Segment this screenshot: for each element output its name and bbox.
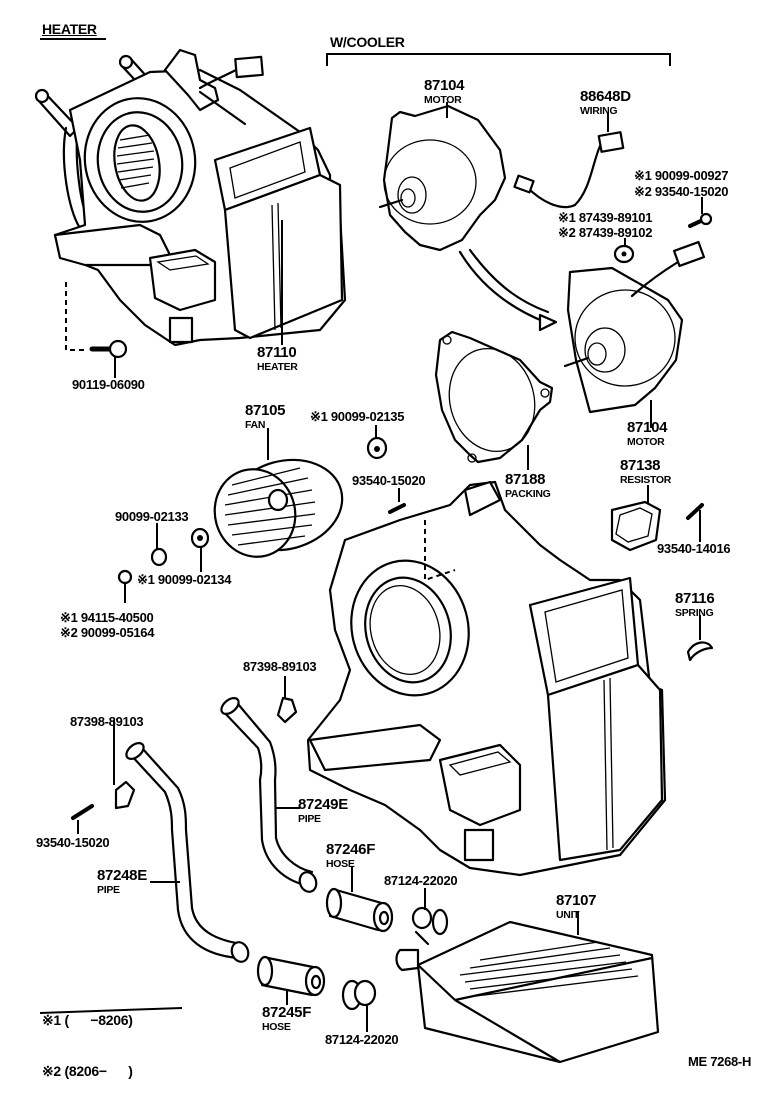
part-name: RESISTOR bbox=[620, 474, 672, 486]
heater-assembly-drawing bbox=[34, 48, 347, 378]
part-label-spring: 87116 SPRING bbox=[675, 590, 715, 619]
wiring-drawing bbox=[513, 112, 625, 209]
alt-part-1: ※1 90099-00927 bbox=[634, 168, 729, 183]
grommet-icon bbox=[613, 238, 635, 264]
diagram-code: ME 7268-H bbox=[688, 1054, 752, 1069]
part-label-motor-top: 87104 MOTOR bbox=[424, 77, 465, 106]
pipe-87248e-drawing bbox=[71, 720, 250, 963]
part-label-grommet: ※1 87439-89101 ※2 87439-89102 bbox=[558, 210, 652, 240]
part-label-hose-87246f: 87246F HOSE bbox=[326, 842, 375, 870]
part-label-unit: 87107 UNIT bbox=[556, 892, 597, 921]
alt-part-2: ※2 93540-15020 bbox=[634, 184, 729, 199]
screw-icon-mid bbox=[388, 488, 406, 514]
cooler-assembly-drawing bbox=[306, 480, 667, 877]
part-name: WIRING bbox=[580, 105, 618, 117]
motor-right-drawing bbox=[563, 240, 706, 428]
part-label-screw-top: ※1 90099-00927 ※2 93540-15020 bbox=[634, 168, 728, 200]
part-number: 87105 bbox=[245, 402, 286, 419]
part-label-pipe-87248e: 87248E PIPE bbox=[97, 868, 147, 896]
clip-top-drawing bbox=[411, 888, 449, 946]
part-label-resistor: 87138 RESISTOR bbox=[620, 458, 671, 486]
cooler-section-title: W/COOLER bbox=[330, 34, 405, 50]
part-label-motor-right: 87104 MOTOR bbox=[627, 419, 668, 448]
washer-icons bbox=[117, 523, 210, 603]
part-number: 87110 bbox=[257, 344, 297, 361]
alt-part-1: ※1 87439-89101 bbox=[558, 210, 653, 225]
part-name: HOSE bbox=[326, 858, 355, 870]
part-label-pipe-87249e: 87249E PIPE bbox=[298, 797, 348, 825]
motor-top-drawing bbox=[378, 102, 507, 252]
part-label-bolt: 90119-06090 bbox=[72, 377, 145, 392]
part-number: 87138 bbox=[620, 457, 661, 474]
legend: ※1 ( −8206) ※2 (8206− ) bbox=[42, 978, 133, 1097]
legend-row-2: ※2 (8206− ) bbox=[42, 1063, 133, 1079]
part-label-clamp-mid: 87398-89103 bbox=[243, 659, 317, 674]
part-label-heater: 87110 HEATER bbox=[257, 345, 298, 373]
part-name: SPRING bbox=[675, 607, 714, 619]
part-label-screw-left: 93540-15020 bbox=[36, 835, 110, 850]
part-name: FAN bbox=[245, 419, 266, 431]
part-label-washer-a: 90099-02133 bbox=[115, 509, 189, 524]
part-number: 87104 bbox=[627, 419, 668, 436]
alt-part-1: ※1 94115-40500 bbox=[60, 610, 154, 625]
hose-87246f-drawing bbox=[325, 867, 394, 933]
part-label-clip-top: 87124-22020 bbox=[384, 873, 458, 888]
part-number: 87248E bbox=[97, 867, 147, 884]
part-name: PIPE bbox=[298, 813, 321, 825]
pipe-87249e-drawing bbox=[220, 676, 318, 893]
part-label-wiring: 88648D WIRING bbox=[580, 89, 631, 117]
part-label-screw-resistor: 93540-14016 bbox=[657, 541, 731, 556]
part-name: PIPE bbox=[97, 884, 120, 896]
legend-underline bbox=[39, 1007, 183, 1014]
resistor-drawing bbox=[610, 485, 704, 552]
part-name: UNIT bbox=[556, 909, 580, 921]
part-label-nut-left: ※1 94115-40500 ※2 90099-05164 bbox=[60, 610, 154, 640]
part-name: HEATER bbox=[257, 361, 298, 373]
part-number: 87188 bbox=[505, 471, 546, 488]
part-number: 87249E bbox=[298, 796, 348, 813]
part-name: HOSE bbox=[262, 1021, 291, 1033]
part-label-nut-fan: ※1 90099-02135 bbox=[310, 409, 405, 424]
spring-drawing bbox=[686, 615, 714, 662]
part-number: 87104 bbox=[424, 77, 465, 94]
part-label-clamp-left: 87398-89103 bbox=[70, 714, 144, 729]
part-name: MOTOR bbox=[424, 94, 462, 106]
part-number: 87107 bbox=[556, 892, 597, 909]
part-number: 87246F bbox=[326, 841, 376, 858]
part-label-hose-87245f: 87245F HOSE bbox=[262, 1005, 311, 1033]
part-name: MOTOR bbox=[627, 436, 665, 448]
part-label-screw-mid: 93540-15020 bbox=[352, 473, 426, 488]
hose-87245f-drawing bbox=[256, 955, 326, 1005]
cooler-bracket bbox=[326, 53, 671, 66]
part-number: 88648D bbox=[580, 88, 631, 105]
part-label-clip-bottom: 87124-22020 bbox=[325, 1032, 399, 1047]
part-number: 87116 bbox=[675, 590, 715, 607]
screw-icon-top bbox=[688, 197, 713, 228]
part-label-packing: 87188 PACKING bbox=[505, 472, 551, 500]
part-number: 87245F bbox=[262, 1004, 312, 1021]
clip-bottom-drawing bbox=[341, 979, 377, 1032]
alt-part-2: ※2 90099-05164 bbox=[60, 625, 155, 640]
part-label-fan: 87105 FAN bbox=[245, 402, 286, 431]
arrow-icon bbox=[458, 248, 550, 324]
packing-drawing bbox=[434, 330, 554, 470]
bolt-icon bbox=[89, 339, 128, 359]
part-label-washer-b: ※1 90099-02134 bbox=[137, 572, 232, 587]
legend-row-1: ※1 ( −8206) bbox=[42, 1012, 133, 1028]
alt-part-2: ※2 87439-89102 bbox=[558, 225, 653, 240]
nut-icon-fan bbox=[366, 425, 388, 460]
part-name: PACKING bbox=[505, 488, 551, 500]
heater-section-title: HEATER bbox=[42, 21, 97, 37]
unit-drawing bbox=[395, 912, 660, 1064]
fan-drawing bbox=[213, 428, 344, 558]
